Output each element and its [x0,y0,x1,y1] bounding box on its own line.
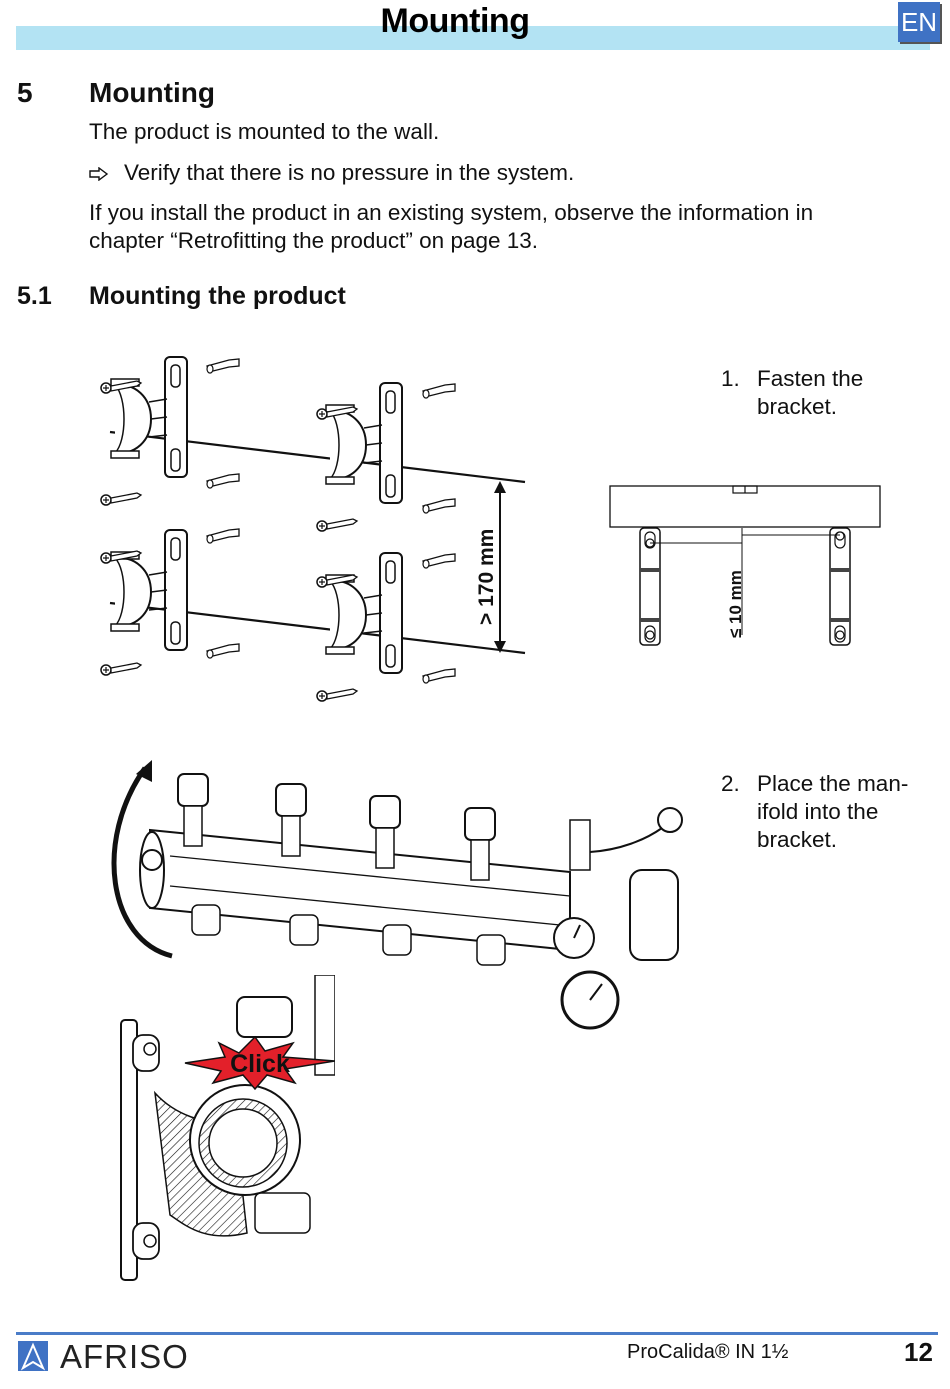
language-badge[interactable]: EN [898,2,940,42]
wall-plug [422,668,456,684]
bracket-top-right [325,382,403,504]
subsection-title: Mounting the product [89,282,346,310]
step-text-line-2: ifold into the [757,799,879,824]
section-intro: The product is mounted to the wall. [89,119,440,144]
bracket-bottom-right [325,552,403,674]
bracket-offset-label: ≤ 10 mm [726,570,745,638]
wall-plug [206,473,240,489]
bracket-exploded-figure: > 170 mm [100,356,526,702]
footer-rule [16,1332,938,1335]
hollow-arrow-right-icon [89,159,115,187]
screw [100,662,142,676]
manifold-figure [111,760,683,1030]
bracket-topview-figure: ≤ 10 mm [609,485,881,646]
step-number: 1. [721,366,740,391]
step-1: 1. Fasten the bracket. [721,365,863,421]
screw [316,688,358,702]
brand-name: AFRISO [60,1338,189,1375]
page-number: 12 [904,1337,933,1367]
rotation-arrow-icon [111,766,173,959]
wall-plug [422,383,456,399]
section-title: Mounting [89,77,215,108]
valve-cap [275,783,307,857]
step-2: 2. Place the man- ifold into the bracket. [721,770,908,854]
wall-plug [422,498,456,514]
step-text-line-3: bracket. [757,827,838,852]
section-note-line-2: chapter “Retrofitting the product” on pa… [89,228,539,253]
step-text-line-1: Fasten the [757,366,864,391]
step-number: 2. [721,771,740,796]
screw [316,518,358,532]
wall-plug [422,553,456,569]
page-header-title: Mounting [380,2,530,40]
product-name: ProCalida® IN 1½ [627,1341,789,1363]
bracket-left [639,527,661,646]
click-starburst [184,1035,335,1091]
bracket-spacing-label: > 170 mm [475,529,498,625]
wall-plug [206,643,240,659]
valve-cap [177,773,209,847]
valve-cap [464,807,496,881]
instruction-text: Verify that there is no pressure in the … [124,160,575,185]
subsection-number: 5.1 [17,282,52,310]
wall-plug [206,358,240,374]
bracket-top-left [110,356,188,478]
bracket-bottom-left [110,529,188,651]
valve-cap [369,795,401,869]
section-number: 5 [17,77,33,108]
click-detail-figure: Click [120,975,335,1281]
bracket-right [829,527,851,646]
wall-plug [206,528,240,544]
instruction-item: Verify that there is no pressure in the … [89,159,574,187]
click-label: Click [230,1050,290,1078]
step-text-line-2: bracket. [757,394,838,419]
afriso-logo-icon [18,1341,48,1371]
screw [100,492,142,506]
header-band [16,26,930,50]
step-text-line-1: Place the man- [757,771,909,796]
section-note-line-1: If you install the product in an existin… [89,200,814,225]
wall-bracket-plate [120,1019,138,1281]
